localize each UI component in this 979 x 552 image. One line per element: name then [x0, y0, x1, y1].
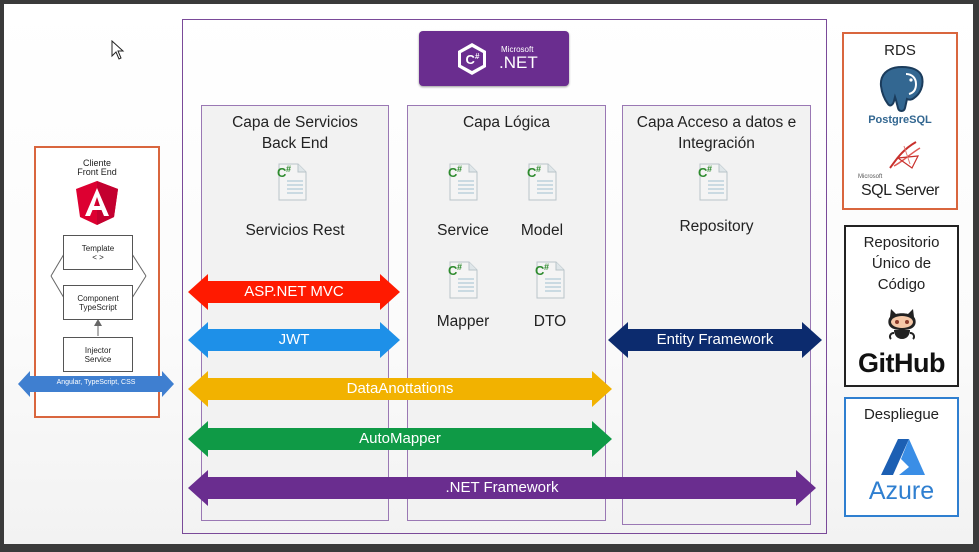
angular-logo-icon — [76, 181, 118, 225]
item-model: Model — [520, 222, 564, 239]
svg-text:#: # — [707, 164, 712, 174]
diagram-slide: C # Microsoft .NET Capa de Servicios Bac… — [4, 4, 973, 544]
automapper-arrow — [188, 421, 612, 457]
csharp-file-icon: C # — [527, 163, 557, 201]
dotnet-badge: C # Microsoft .NET — [419, 31, 569, 86]
svg-text:C: C — [527, 165, 537, 180]
item-servicios-rest: Servicios Rest — [245, 222, 345, 239]
csharp-logo-icon: C # — [458, 43, 486, 75]
svg-text:#: # — [475, 52, 480, 61]
backend-frame — [182, 19, 827, 534]
rds-title: RDS — [884, 42, 916, 59]
template-symbol: < > — [92, 252, 104, 262]
mouse-cursor-icon — [111, 40, 125, 60]
svg-text:#: # — [536, 164, 541, 174]
deploy-box: Despliegue Azure — [844, 397, 959, 517]
component-box: Component TypeScript — [63, 285, 133, 320]
column-services-title-line1: Capa de Servicios — [232, 114, 358, 131]
dataannotations-label: DataAnottations — [346, 380, 454, 397]
component-sub-label: TypeScript — [79, 302, 117, 312]
csharp-file-icon: C # — [698, 163, 728, 201]
client-title-line1: Cliente — [82, 158, 111, 168]
column-logic-title-line1: Capa Lógica — [462, 114, 551, 131]
svg-text:#: # — [457, 262, 462, 272]
repo-title-line2: Único de — [871, 255, 932, 272]
net-framework-arrow — [188, 470, 816, 506]
net-framework-label: .NET Framework — [445, 479, 559, 496]
column-services: Capa de Servicios Back End C # Servicios… — [201, 105, 389, 521]
svg-text:C: C — [466, 52, 476, 67]
repo-title-line1: Repositorio — [863, 234, 940, 251]
aspnet-mvc-arrow — [188, 274, 400, 310]
client-title-line2: Front End — [77, 167, 117, 177]
arrows-layer — [18, 274, 822, 506]
injector-label: Injector — [84, 345, 112, 355]
svg-text:C: C — [277, 165, 287, 180]
repository-box: Repositorio Único de Código GitHub — [844, 225, 959, 387]
client-connectors — [50, 253, 147, 336]
component-label: Component — [77, 293, 119, 303]
jwt-arrow — [188, 322, 400, 358]
svg-text:#: # — [544, 262, 549, 272]
svg-text:C: C — [448, 165, 458, 180]
github-label: GitHub — [858, 348, 945, 378]
template-label: Template — [81, 243, 115, 253]
column-data-access: Capa Acceso a datos e Integración C # Re… — [622, 105, 811, 525]
client-frontend-arrow — [18, 371, 174, 397]
svg-text:#: # — [457, 164, 462, 174]
rds-box: RDS PostgreSQL Microsoft SQL Server — [842, 32, 958, 210]
dataannotations-arrow — [188, 371, 612, 407]
dotnet-brand-line2: .NET — [499, 53, 538, 72]
azure-label: Azure — [868, 477, 935, 505]
automapper-label: AutoMapper — [359, 430, 441, 447]
client-arrow-label: Angular, TypeScript, CSS — [56, 379, 136, 386]
entity-framework-arrow — [608, 322, 822, 358]
aspnet-mvc-label: ASP.NET MVC — [244, 283, 344, 300]
client-frontend-box: Cliente Front End Template < > Component… — [34, 146, 160, 418]
svg-text:C: C — [448, 263, 458, 278]
item-repository: Repository — [679, 218, 754, 235]
entity-framework-label: Entity Framework — [656, 331, 774, 348]
item-service: Service — [437, 222, 489, 239]
dotnet-brand-line1: Microsoft — [501, 45, 534, 54]
injector-box: Injector Service — [63, 337, 133, 372]
sqlserver-icon — [889, 141, 921, 169]
jwt-label: JWT — [278, 331, 310, 348]
repo-title-line3: Código — [877, 276, 926, 293]
column-logic: Capa Lógica C # Service C # Model — [407, 105, 606, 521]
postgresql-label: PostgreSQL — [868, 114, 932, 126]
item-dto: DTO — [533, 313, 567, 330]
azure-logo-icon — [881, 439, 925, 475]
svg-text:C: C — [535, 263, 545, 278]
column-data-title-line2: Integración — [678, 135, 755, 152]
postgresql-elephant-icon — [879, 65, 924, 112]
svg-text:C: C — [698, 165, 708, 180]
deploy-title: Despliegue — [863, 406, 940, 423]
column-services-title-line2: Back End — [261, 135, 329, 152]
csharp-file-icon: C # — [277, 163, 307, 201]
template-box: Template < > — [63, 235, 133, 270]
sqlserver-label: SQL Server — [861, 182, 940, 199]
item-mapper: Mapper — [436, 313, 490, 330]
csharp-file-icon: C # — [448, 261, 478, 299]
csharp-file-icon: C # — [448, 163, 478, 201]
csharp-file-icon: C # — [535, 261, 565, 299]
injector-sub-label: Service — [84, 354, 112, 364]
column-data-title-line1: Capa Acceso a datos e — [636, 114, 797, 131]
svg-text:#: # — [286, 164, 291, 174]
sqlserver-small-label: Microsoft — [858, 174, 883, 180]
octocat-icon — [888, 309, 916, 340]
